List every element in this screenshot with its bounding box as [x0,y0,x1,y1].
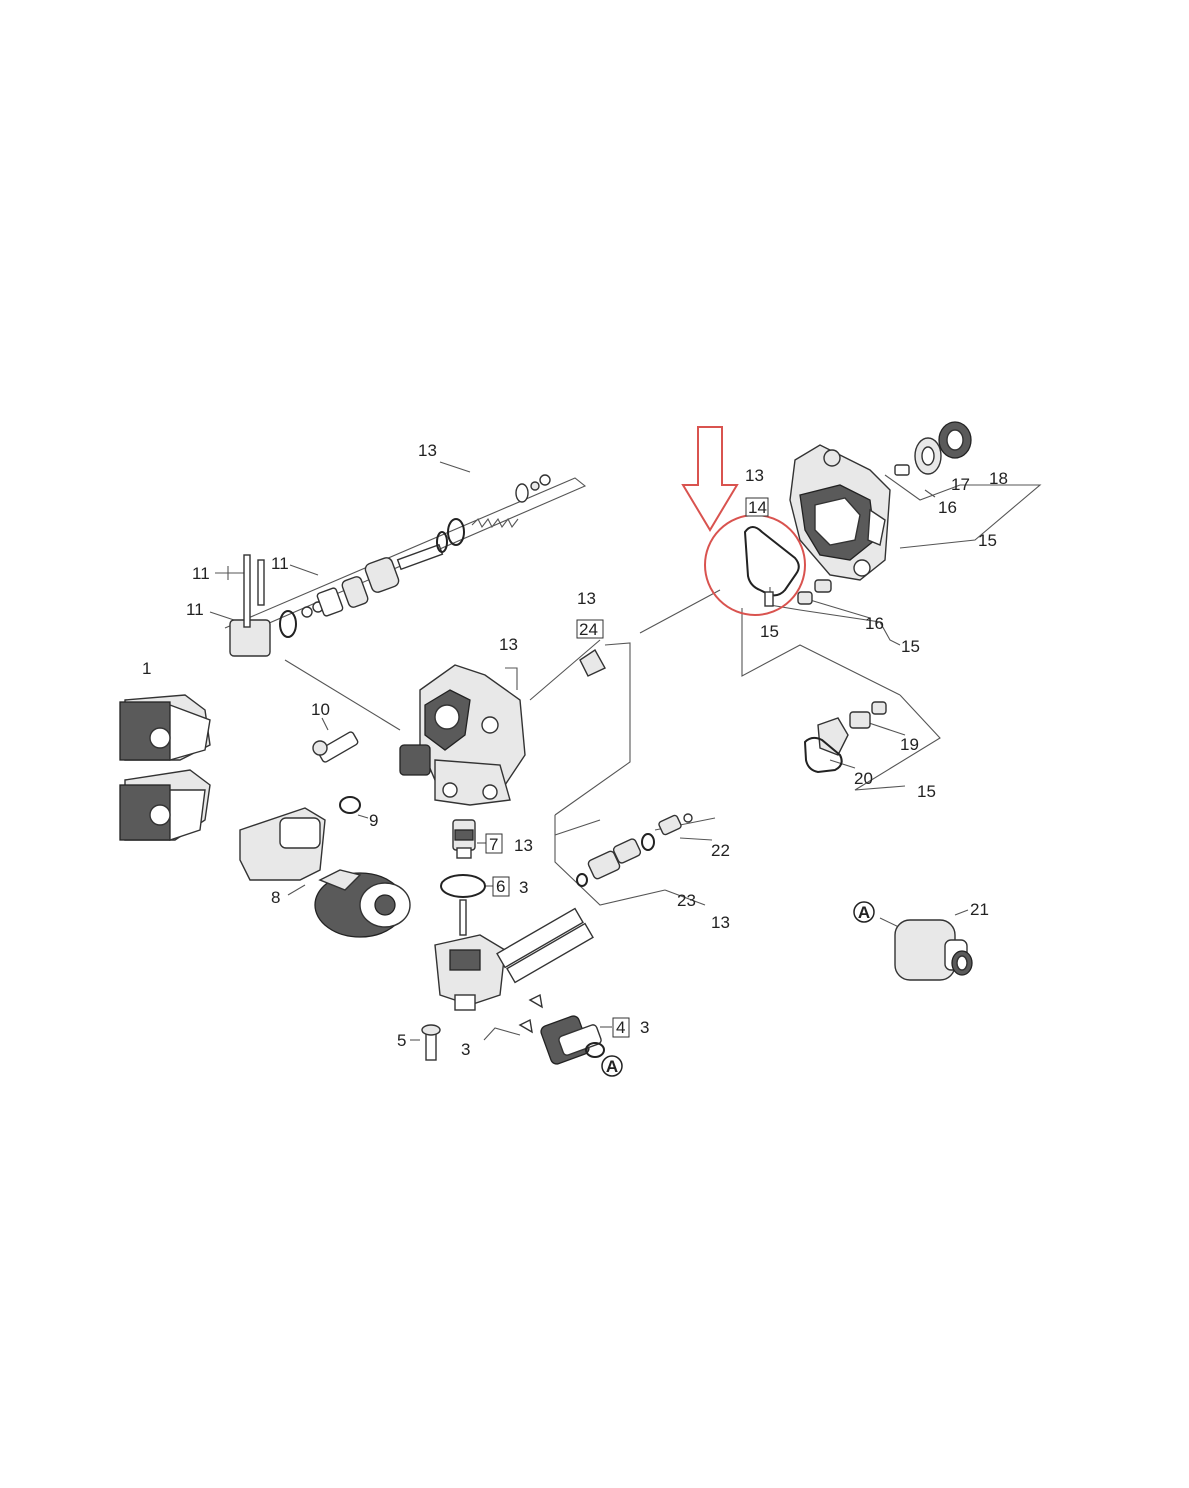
callout-1: 1 [142,659,151,678]
callout-16b: 16 [865,614,884,633]
part-14-stem [764,591,774,607]
part-6-o-ring [440,874,486,898]
callout-19: 19 [900,735,919,754]
callout-22: 22 [711,841,730,860]
callout-15d: 15 [917,782,936,801]
callout-18: 18 [989,469,1008,488]
part-housing [399,664,526,806]
callout-11a: 11 [192,564,210,583]
part-23-valve [576,833,655,887]
part-5-screw [421,1024,441,1061]
callout-3c: 3 [640,1018,649,1037]
part-16-17-18 [894,421,972,476]
part-16-springs [797,579,832,605]
marker-a-2: A [601,1055,623,1077]
callout-13b: 13 [745,466,764,485]
callout-17: 17 [951,475,970,494]
callout-4: 4 [616,1018,625,1037]
part-22 [658,813,693,836]
part-19 [849,701,887,729]
part-9-o-ring [339,796,361,814]
part-1-bracket [119,694,211,841]
highlight-circle [704,514,806,616]
callout-20: 20 [854,769,873,788]
part-manifold [434,899,594,1011]
callout-13d: 13 [499,635,518,654]
part-21-adapter [894,919,973,981]
callout-23: 23 [677,891,696,910]
callout-3b: 3 [461,1040,470,1059]
highlight-arrow [681,426,739,532]
part-10-screw [312,731,359,763]
callout-14: 14 [748,498,767,517]
callout-13c: 13 [577,589,596,608]
callout-24: 24 [579,620,598,639]
callout-10: 10 [311,700,330,719]
part-4-filter [540,1015,605,1065]
callout-13e: 13 [514,836,533,855]
part-20 [803,717,849,774]
callout-13f: 13 [711,913,730,932]
callout-9: 9 [369,811,378,830]
callout-5: 5 [397,1031,406,1050]
callout-labels: 1 3 3 3 4 5 6 7 8 9 10 11 11 11 13 13 13… [142,441,1008,1059]
marker-a-2-label: A [606,1057,618,1076]
part-13-valve-assembly [229,474,551,657]
part-8-inlet [239,807,411,938]
part-7-valve [452,819,476,859]
callout-15c: 15 [901,637,920,656]
callout-11c: 11 [186,600,204,619]
callout-11b: 11 [271,554,289,573]
part-3-clips [518,993,543,1034]
label-boxes [485,497,769,1038]
callout-21: 21 [970,900,989,919]
part-15-pump-head [789,444,891,581]
callout-3a: 3 [519,878,528,897]
callout-7: 7 [489,835,498,854]
callout-6: 6 [496,877,505,896]
marker-a-1-label: A [858,903,870,922]
part-14-triangle-gasket [743,526,800,597]
callout-15b: 15 [760,622,779,641]
callout-8: 8 [271,888,280,907]
callout-16a: 16 [938,498,957,517]
callout-13a: 13 [418,441,437,460]
callout-15a: 15 [978,531,997,550]
part-24 [579,648,606,677]
leader-lines [209,461,1042,1041]
marker-a-1: A [853,901,875,923]
